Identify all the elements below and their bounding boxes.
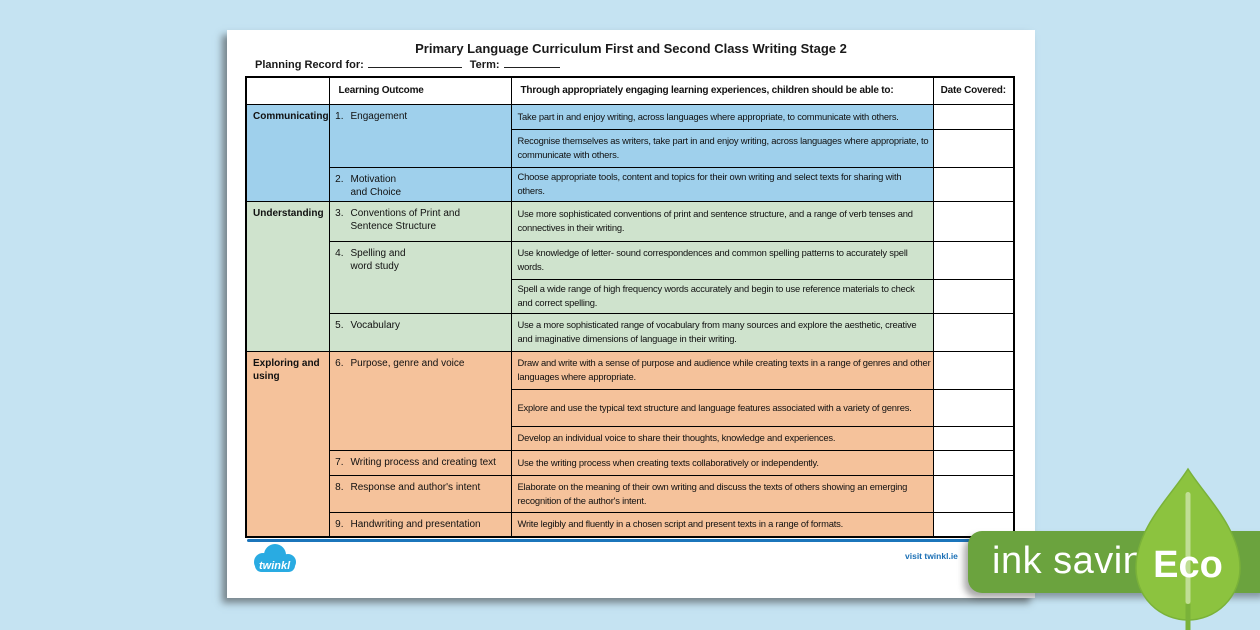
- experience-cell: Take part in and enjoy writing, across l…: [510, 103, 934, 130]
- outcome-label: Engagement: [350, 110, 408, 122]
- date-cell: [932, 128, 1015, 168]
- experience-cell: Draw and write with a sense of purpose a…: [510, 350, 934, 390]
- table-header-row: Learning Outcome Through appropriately e…: [245, 76, 1015, 105]
- experience-cell: Use more sophisticated conventions of pr…: [510, 200, 934, 242]
- experience-cell: Explore and use the typical text structu…: [510, 388, 934, 427]
- experiences-header: Through appropriately engaging learning …: [510, 76, 934, 105]
- outcome-label: Handwriting and presentation: [350, 518, 481, 530]
- outcome-cell: 5. Vocabulary: [328, 312, 512, 352]
- outcome-number: 7.: [335, 456, 344, 468]
- page-title: Primary Language Curriculum First and Se…: [415, 41, 847, 56]
- outcome-number: 3.: [335, 207, 344, 219]
- planning-record-blank: [367, 57, 462, 68]
- table-row: Exploring and using 6. Purpose, genre and…: [245, 350, 1015, 538]
- outcome-cell: 2. Motivation and Choice: [328, 166, 512, 202]
- date-cell: [932, 449, 1015, 476]
- outcome-label: Purpose, genre and voice: [350, 357, 465, 369]
- date-cell: [932, 278, 1015, 314]
- curriculum-table: Learning Outcome Through appropriately e…: [245, 76, 1015, 538]
- outcome-cell: 9. Handwriting and presentation: [328, 511, 512, 538]
- outcome-number: 4.: [335, 247, 344, 259]
- outcome-cell: 1. Engagement: [328, 103, 512, 168]
- outcome-label: Vocabulary: [350, 319, 400, 331]
- date-cell: [932, 425, 1015, 451]
- outcome-cell: 4. Spelling and word study: [328, 240, 512, 314]
- twinkl-cloud-icon: [254, 544, 296, 572]
- table-row: Spell a wide range of high frequency wor…: [246, 278, 1015, 314]
- category-header-cell: [245, 76, 330, 105]
- outcome-cell: 8. Response and author's intent: [328, 474, 512, 513]
- outcome-number: 6.: [335, 357, 344, 369]
- experience-cell: Develop an individual voice to share the…: [510, 425, 934, 451]
- outcome-label: Response and author's intent: [350, 481, 481, 493]
- outcome-label: Writing process and creating text: [350, 456, 496, 468]
- experience-cell: Spell a wide range of high frequency wor…: [510, 278, 934, 314]
- experience-cell: Recognise themselves as writers, take pa…: [510, 128, 934, 168]
- table-row: 2. Motivation and Choice Choose appropria…: [246, 166, 1015, 202]
- learning-outcome-header: Learning Outcome: [328, 76, 512, 105]
- date-cell: [932, 240, 1015, 280]
- experience-cell: Write legibly and fluently in a chosen s…: [510, 511, 934, 538]
- date-cell: [932, 166, 1015, 202]
- table-row: Recognise themselves as writers, take pa…: [246, 128, 1015, 168]
- table-row: 7. Writing process and creating text Use …: [246, 449, 1015, 476]
- date-cell: [932, 474, 1015, 513]
- eco-label: Eco: [1153, 544, 1223, 586]
- date-covered-header: Date Covered:: [932, 76, 1015, 105]
- outcome-cell: 7. Writing process and creating text: [328, 449, 512, 476]
- category-cell: Exploring and using: [245, 350, 330, 538]
- outcome-label: Spelling and word study: [350, 247, 406, 273]
- term-label: Term:: [469, 59, 500, 71]
- outcome-label: Motivation and Choice: [350, 173, 402, 199]
- twinkl-logo: twinkl: [254, 544, 296, 572]
- outcome-label: Conventions of Print and Sentence Struct…: [350, 207, 461, 233]
- date-cell: [932, 312, 1015, 352]
- planning-record-label: Planning Record for:: [255, 59, 364, 71]
- experience-cell: Use the writing process when creating te…: [510, 449, 934, 476]
- outcome-cell: 6. Purpose, genre and voice: [328, 350, 512, 451]
- document-page: Primary Language Curriculum First and Se…: [227, 30, 1035, 598]
- category-cell: Understanding: [245, 200, 330, 352]
- date-cell: [932, 200, 1015, 242]
- category-cell: Communicating: [245, 103, 330, 202]
- visit-twinkl-link: visit twinkl.ie: [905, 551, 958, 561]
- experience-cell: Choose appropriate tools, content and to…: [510, 166, 934, 202]
- table-row: Understanding 3. Conventions of Print and…: [245, 200, 1015, 352]
- date-cell: [932, 103, 1015, 130]
- outcome-number: 1.: [335, 110, 344, 122]
- table-row: 5. Vocabulary Use a more sophisticated ra…: [246, 312, 1015, 352]
- date-cell: [932, 388, 1015, 427]
- experience-cell: Elaborate on the meaning of their own wr…: [510, 474, 934, 513]
- experience-cell: Use a more sophisticated range of vocabu…: [510, 312, 934, 352]
- eco-leaf-icon: [1135, 467, 1241, 630]
- twinkl-logo-text: twinkl: [259, 560, 291, 572]
- experience-cell: Use knowledge of letter- sound correspon…: [510, 240, 934, 280]
- date-cell: [932, 350, 1015, 390]
- table-row: 8. Response and author's intent Elaborate…: [246, 474, 1015, 513]
- table-row: Communicating 1. Engagement Take part in …: [245, 103, 1015, 202]
- footer-divider-line: [247, 539, 1013, 542]
- term-blank: [503, 57, 560, 68]
- table-row: Explore and use the typical text structu…: [246, 388, 1015, 427]
- outcome-number: 5.: [335, 319, 344, 331]
- outcome-number: 2.: [335, 173, 344, 185]
- table-row: 4. Spelling and word study Use knowledge …: [246, 240, 1015, 314]
- outcome-cell: 3. Conventions of Print and Sentence Stru…: [328, 200, 512, 242]
- outcome-number: 9.: [335, 518, 344, 530]
- outcome-number: 8.: [335, 481, 344, 493]
- planning-record-line: Planning Record for: Term:: [255, 57, 560, 71]
- table-row: 9. Handwriting and presentation Write leg…: [246, 511, 1015, 538]
